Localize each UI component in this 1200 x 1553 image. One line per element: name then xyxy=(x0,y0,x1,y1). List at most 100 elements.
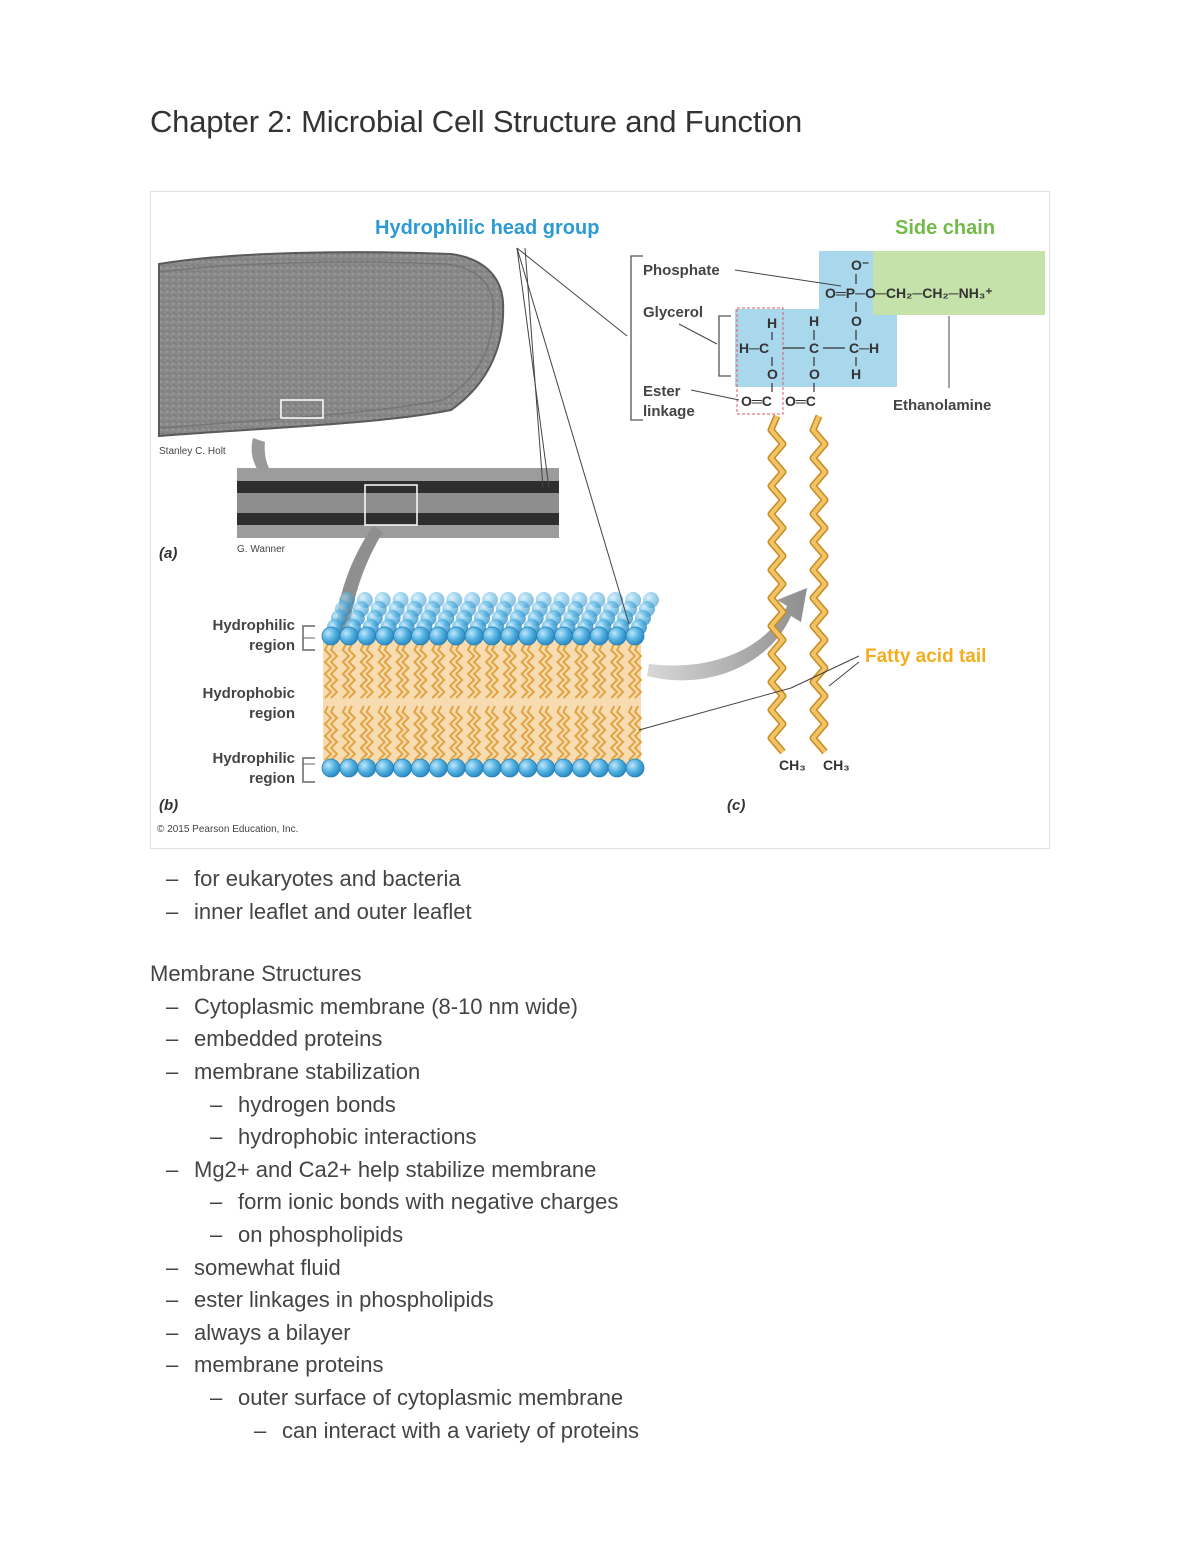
bullet-dash: – xyxy=(166,898,179,924)
hydrophilic-top-label-2: region xyxy=(249,637,295,654)
lipid-bilayer xyxy=(321,592,659,778)
chem-o-1: O xyxy=(851,313,862,329)
notes-text: hydrogen bonds xyxy=(238,1091,396,1117)
lipid-tail xyxy=(329,705,339,761)
glycerol-label: Glycerol xyxy=(643,304,703,321)
credit-wanner: G. Wanner xyxy=(237,544,286,555)
lipid-tail xyxy=(627,643,637,699)
hydrophilic-bottom-label-1: Hydrophilic xyxy=(212,750,295,767)
chem-ch3-2: CH₃ xyxy=(823,757,850,773)
lipid-tail xyxy=(341,705,351,761)
notes-list-item: –somewhat fluid xyxy=(150,1252,1050,1285)
chem-c-mid: C xyxy=(809,340,819,356)
bullet-dash: – xyxy=(166,1287,179,1313)
bullet-dash: – xyxy=(166,1156,179,1182)
lipid-tail xyxy=(544,643,554,699)
lipid-head xyxy=(393,626,412,646)
lipid-head xyxy=(536,626,555,646)
lipid-tail xyxy=(526,643,536,699)
lipid-tail xyxy=(323,705,333,761)
notes-list-item: –hydrogen bonds xyxy=(150,1089,1050,1122)
chem-h-1: H xyxy=(767,315,777,331)
lipid-head xyxy=(536,758,555,778)
hydrophilic-top-label-1: Hydrophilic xyxy=(212,617,295,634)
notes-text: membrane proteins xyxy=(194,1352,384,1378)
bullet-dash: – xyxy=(166,1026,179,1052)
chem-h-2: H xyxy=(809,313,819,329)
notes-list-item: –membrane proteins xyxy=(150,1349,1050,1382)
lipid-tail xyxy=(520,643,530,699)
lipid-tail xyxy=(520,705,530,761)
lipid-head xyxy=(411,758,430,778)
chem-o-minus: O⁻ xyxy=(851,257,869,273)
notes-list-item: –always a bilayer xyxy=(150,1317,1050,1350)
lipid-head xyxy=(339,758,359,778)
notes-text: Cytoplasmic membrane (8-10 nm wide) xyxy=(194,993,578,1019)
notes-text: inner leaflet and outer leaflet xyxy=(194,898,472,924)
notes-heading: Membrane Structures xyxy=(150,958,1050,991)
hydrophobic-label-2: region xyxy=(249,705,295,722)
notes-text: Membrane Structures xyxy=(150,961,362,987)
lipid-tail xyxy=(615,643,625,699)
lipid-head xyxy=(518,758,538,778)
bullet-dash: – xyxy=(210,1221,223,1247)
lipid-tail xyxy=(633,643,643,699)
chem-ch: C─H xyxy=(849,340,879,356)
notes-list-item: –membrane stabilization xyxy=(150,1056,1050,1089)
lipid-tail xyxy=(633,705,643,761)
lipid-tail xyxy=(556,705,565,761)
lipid-tail xyxy=(562,643,571,699)
lipid-tail xyxy=(454,705,464,761)
notes-list-item: –Mg2+ and Ca2+ help stabilize membrane xyxy=(150,1154,1050,1187)
lipid-tail xyxy=(365,705,375,761)
lipid-tail xyxy=(484,705,494,761)
hydrophilic-head-title: Hydrophilic head group xyxy=(375,217,599,239)
bullet-dash: – xyxy=(210,1189,223,1215)
notes-text: hydrophobic interactions xyxy=(238,1124,477,1150)
bullet-dash: – xyxy=(254,1417,267,1443)
notes-text: ester linkages in phospholipids xyxy=(194,1287,494,1313)
lipid-head xyxy=(482,626,502,646)
lipid-tail xyxy=(538,705,548,761)
lipid-tail xyxy=(472,705,482,761)
lipid-tail xyxy=(401,705,410,761)
bullet-dash: – xyxy=(210,1124,223,1150)
lipid-head xyxy=(625,758,645,778)
bullet-dash: – xyxy=(210,1091,223,1117)
zoom-box-b xyxy=(364,484,418,526)
lipid-tail xyxy=(579,705,589,761)
chem-h-3: H xyxy=(851,366,861,382)
lipid-tail xyxy=(347,705,357,761)
lipid-tail xyxy=(466,705,476,761)
lipid-tail xyxy=(508,705,518,761)
fatty-acid-chain xyxy=(769,415,785,754)
notes-text: for eukaryotes and bacteria xyxy=(194,866,461,891)
lecture-notes: –for eukaryotes and bacteria–inner leafl… xyxy=(150,863,1050,1447)
copyright: © 2015 Pearson Education, Inc. xyxy=(157,824,298,835)
notes-spacer xyxy=(150,928,1050,958)
chem-oeqc-1: O═C xyxy=(741,393,772,409)
lipid-tail xyxy=(627,705,637,761)
lipid-tail xyxy=(395,705,404,761)
notes-list-item: –ester linkages in phospholipids xyxy=(150,1284,1050,1317)
lipid-tail xyxy=(609,643,619,699)
lipid-tail xyxy=(544,705,554,761)
lipid-head xyxy=(464,758,484,778)
figure-canvas: Stanley C. Holt G. Wanner (a) Hydrophili… xyxy=(157,217,1045,835)
lipid-head xyxy=(375,758,395,778)
lipid-tail xyxy=(418,643,428,699)
notes-list-item: –for eukaryotes and bacteria xyxy=(150,863,1050,896)
lipid-tail xyxy=(591,643,601,699)
membrane-figure: Stanley C. Holt G. Wanner (a) Hydrophili… xyxy=(150,191,1050,849)
lipid-head xyxy=(554,758,573,778)
lipid-head xyxy=(411,626,430,646)
notes-list-item: –embedded proteins xyxy=(150,1023,1050,1056)
bullet-dash: – xyxy=(166,866,179,891)
lipid-head xyxy=(571,758,591,778)
notes-text: can interact with a variety of proteins xyxy=(282,1417,640,1443)
bullet-dash: – xyxy=(166,1319,179,1345)
lipid-head xyxy=(339,626,359,646)
lipid-head xyxy=(500,626,520,646)
lipid-tail xyxy=(573,705,583,761)
lipid-head xyxy=(589,626,609,646)
